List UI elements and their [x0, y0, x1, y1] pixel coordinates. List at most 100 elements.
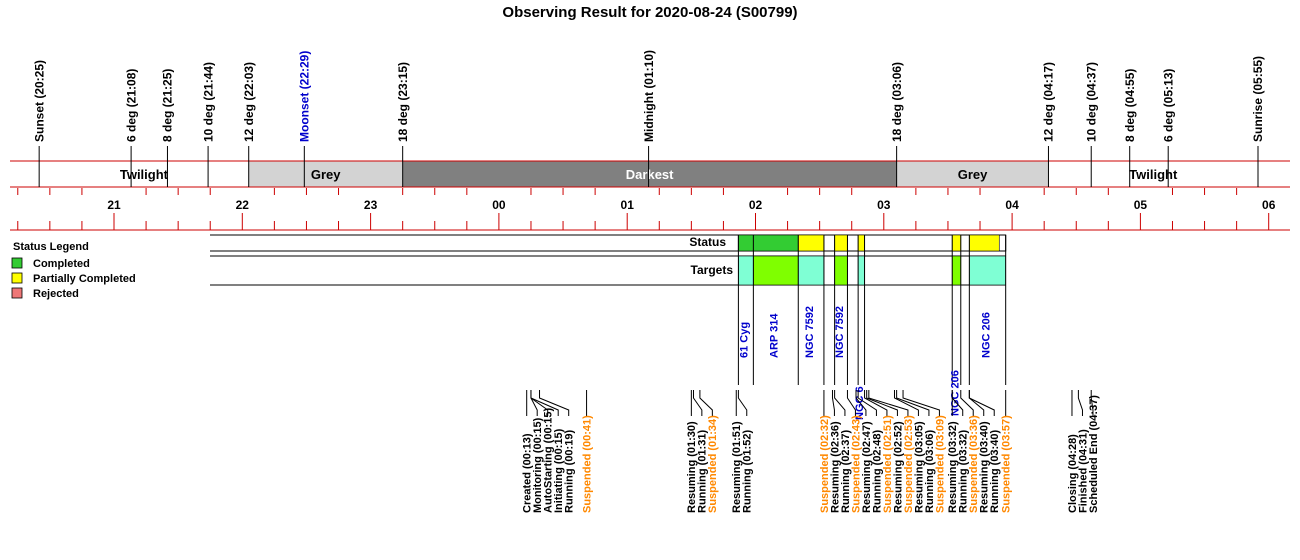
sky-event-label: 8 deg (04:55) — [1123, 69, 1137, 142]
chart-title: Observing Result for 2020-08-24 (S00799) — [502, 4, 798, 21]
log-event-label: Suspended (02:53) — [903, 415, 915, 513]
log-event-label: Suspended (02:51) — [882, 415, 894, 513]
hour-tick-label: 04 — [1005, 198, 1019, 212]
log-event-marker — [968, 390, 995, 416]
log-event-marker — [866, 390, 898, 416]
log-event-marker — [846, 390, 856, 416]
log-event-marker — [737, 390, 748, 416]
log-event-label: Created (00:13) — [522, 433, 534, 513]
status-row-label: Status — [689, 235, 726, 249]
log-event-label: Running (02:48) — [871, 430, 883, 513]
sky-event-label: Sunrise (05:55) — [1251, 56, 1265, 142]
log-event-label: Running (01:31) — [697, 430, 709, 513]
target-label: NGC 206 — [980, 312, 992, 358]
period-band-grey — [896, 161, 1049, 187]
log-event-label: Running (00:19) — [564, 430, 576, 513]
target-label: ARP 314 — [769, 313, 781, 358]
log-event-marker — [868, 390, 909, 416]
log-event-label: Resuming (03:40) — [979, 421, 991, 513]
status-segment-completed — [738, 234, 799, 252]
log-event-marker — [530, 390, 559, 416]
period-band-twilight — [1048, 161, 1259, 187]
target-block — [857, 255, 865, 286]
log-event-marker — [864, 390, 888, 416]
legend-swatch-rejected — [11, 287, 23, 299]
log-event-label: Suspended (02:43) — [850, 415, 862, 513]
legend-swatch-partial — [11, 272, 23, 284]
target-block — [834, 255, 848, 286]
log-event-label: Resuming (01:51) — [731, 421, 743, 513]
status-segment-partial — [797, 234, 825, 252]
log-event-label: Running (01:52) — [742, 430, 754, 513]
log-event-marker — [1077, 390, 1083, 416]
period-label: Darkest — [626, 167, 674, 182]
target-label: NGC 7592 — [834, 306, 846, 358]
target-block — [951, 255, 962, 286]
log-event-label: AutoStarting (00:15) — [543, 408, 555, 513]
hour-tick-label: 01 — [621, 198, 635, 212]
sky-event-label: 10 deg (04:37) — [1084, 62, 1098, 142]
log-event-label: Resuming (01:30) — [686, 421, 698, 513]
target-block — [738, 255, 754, 286]
sky-event-label: 18 deg (23:15) — [396, 62, 410, 142]
log-event-label: Running (03:32) — [958, 430, 970, 513]
log-event-label: Suspended (02:32) — [819, 415, 831, 513]
legend-item-label: Partially Completed — [33, 273, 136, 285]
target-block — [753, 255, 799, 286]
log-event-label: Suspended (03:57) — [1001, 415, 1013, 513]
hour-tick-label: 03 — [877, 198, 891, 212]
hour-tick-label: 23 — [364, 198, 378, 212]
target-label: 61 Cyg — [739, 322, 751, 358]
period-band-twilight — [39, 161, 249, 187]
hour-tick-label: 22 — [236, 198, 250, 212]
log-event-label: Initiating (00:15) — [553, 428, 565, 513]
legend-item-label: Completed — [33, 258, 90, 270]
target-label: NGC 7592 — [804, 306, 816, 358]
sky-event-label: 12 deg (22:03) — [242, 62, 256, 142]
period-label: Twilight — [1129, 167, 1178, 182]
log-event-marker — [692, 390, 703, 416]
log-event-marker — [831, 390, 835, 416]
sky-event-label: 10 deg (21:44) — [201, 62, 215, 142]
sky-event-label: 18 deg (03:06) — [890, 62, 904, 142]
sky-event-label: Moonset (22:29) — [298, 51, 312, 142]
targets-row-label: Targets — [691, 263, 734, 277]
log-event-marker — [893, 390, 919, 416]
log-event-marker — [960, 390, 974, 416]
log-event-marker — [699, 390, 713, 416]
legend-item-label: Rejected — [33, 288, 79, 300]
log-event-label: Running (02:37) — [840, 430, 852, 513]
period-label: Grey — [958, 167, 988, 182]
log-event-marker — [896, 390, 930, 416]
sky-event-label: 8 deg (21:25) — [161, 69, 175, 142]
log-event-label: Closing (04:28) — [1067, 434, 1079, 513]
legend-title: Status Legend — [13, 241, 89, 253]
log-event-label: Resuming (02:47) — [861, 421, 873, 513]
log-event-marker — [1090, 390, 1094, 416]
log-event-marker — [857, 390, 877, 416]
log-event-label: Suspended (03:09) — [934, 415, 946, 513]
hour-tick-label: 21 — [107, 198, 121, 212]
target-block — [797, 255, 825, 286]
log-event-marker — [530, 390, 538, 416]
log-event-label: Monitoring (00:15) — [532, 417, 544, 513]
hour-tick-label: 06 — [1262, 198, 1276, 212]
period-label: Grey — [311, 167, 341, 182]
status-segment-partial — [951, 234, 962, 252]
hour-tick-label: 00 — [492, 198, 506, 212]
status-segment-partial — [969, 234, 1000, 252]
log-event-label: Finished (04:31) — [1077, 429, 1089, 513]
log-event-label: Resuming (03:32) — [947, 421, 959, 513]
log-event-marker — [834, 390, 846, 416]
status-segment-partial — [857, 234, 865, 252]
target-block — [969, 255, 1006, 286]
log-event-label: Running (03:40) — [989, 430, 1001, 513]
log-event-marker — [951, 390, 964, 416]
log-event-label: Scheduled End (04:37) — [1088, 395, 1100, 513]
sky-event-label: Midnight (01:10) — [642, 50, 656, 142]
period-band-darkest — [402, 161, 897, 187]
period-label: Twilight — [120, 167, 169, 182]
hour-tick-label: 05 — [1134, 198, 1148, 212]
